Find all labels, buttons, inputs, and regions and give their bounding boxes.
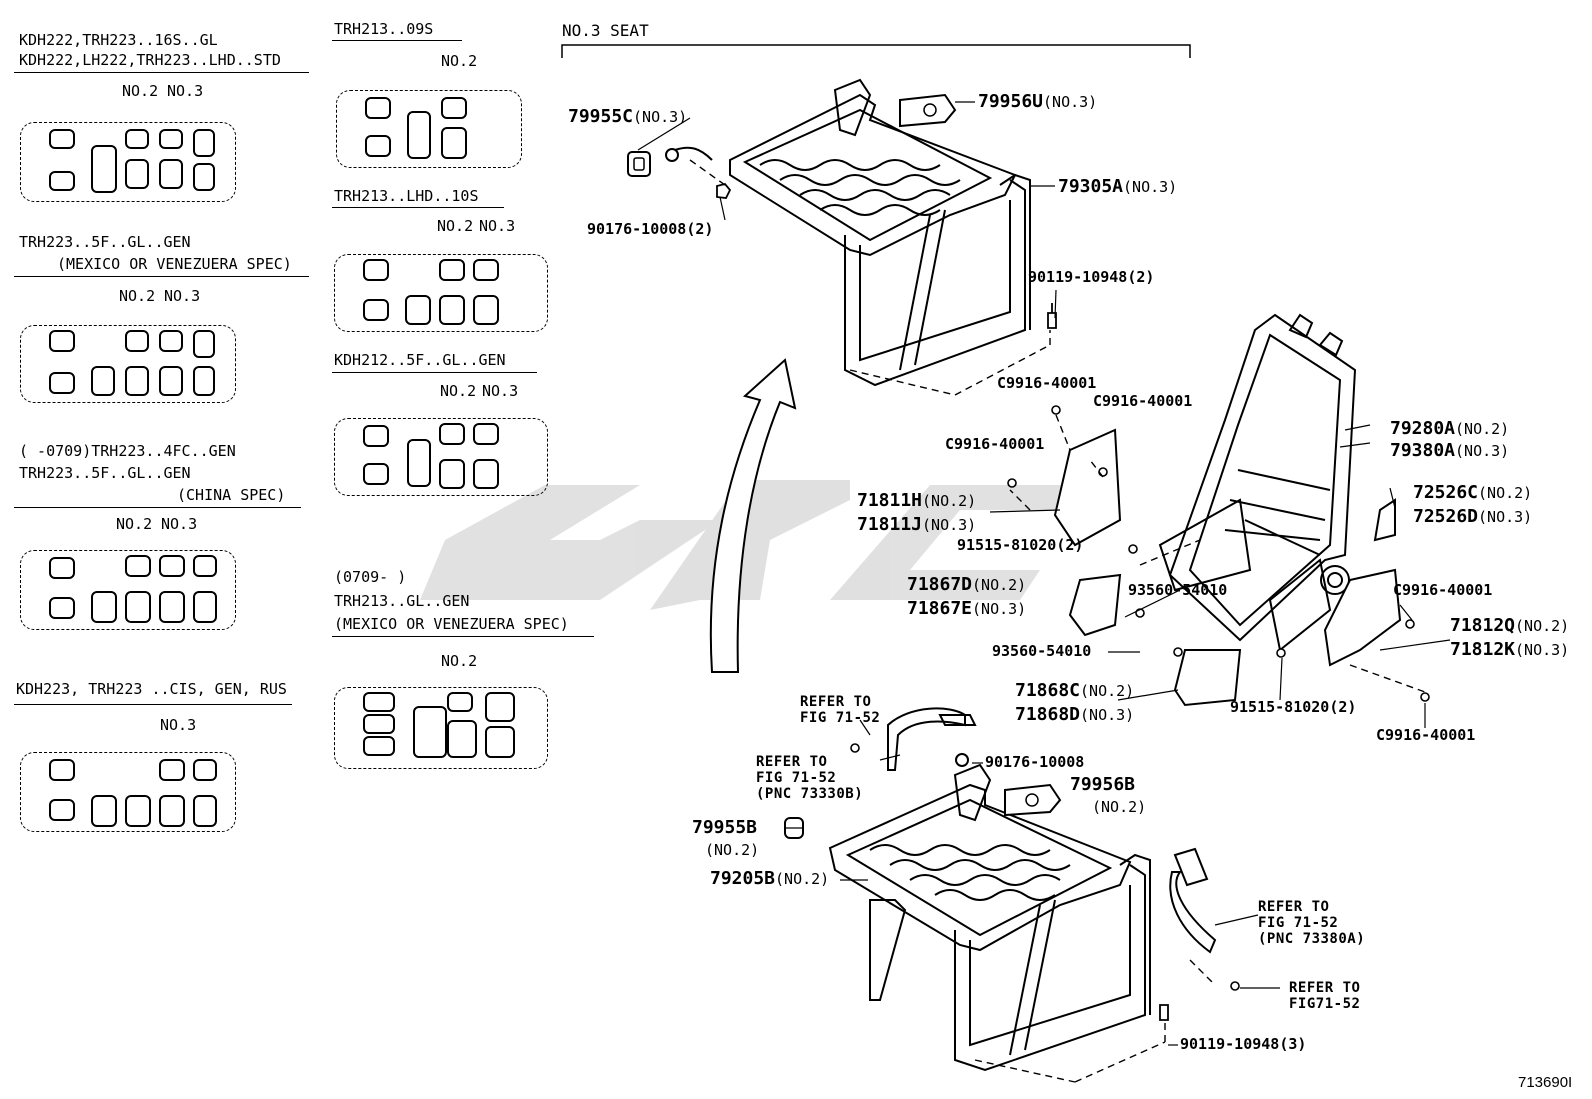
seat-mark-no3: NO.3 [161, 515, 198, 533]
config-label: KDH212..5F..GL..GEN [334, 351, 506, 369]
part-71811J[interactable]: 71811J(NO.3) [857, 514, 977, 535]
seat-mark-no2: NO.2 [441, 52, 478, 70]
seat-mark-no2: NO.2 [116, 515, 153, 533]
part-71867D[interactable]: 71867D(NO.2) [907, 574, 1027, 595]
config-label: TRH213..LHD..10S [334, 187, 479, 205]
part-91515-81020[interactable]: 91515-81020(2) [957, 536, 1084, 554]
seat-mark-no2: NO.2 [122, 82, 159, 100]
part-79955B[interactable]: 79955B [692, 817, 758, 838]
part-71811H[interactable]: 71811H(NO.2) [857, 490, 977, 511]
config-label: (MEXICO OR VENEZUERA SPEC) [57, 255, 292, 273]
config-label: KDH223, TRH223 ..CIS, GEN, RUS [16, 680, 287, 698]
section-title: NO.3 SEAT [562, 21, 649, 40]
seat-back-frame [1158, 313, 1357, 652]
config-label: KDH222,TRH223..16S..GL [19, 31, 218, 49]
seat-layout-diagram [20, 550, 236, 630]
seat-layout-diagram [20, 325, 236, 403]
config-label: (MEXICO OR VENEZUERA SPEC) [334, 615, 569, 633]
seat-mark-no3: NO.3 [160, 716, 197, 734]
config-label: KDH222,LH222,TRH223..LHD..STD [19, 51, 281, 69]
assembly-arrow [709, 358, 797, 673]
side-covers [1053, 428, 1402, 707]
part-79955B-qualifier: (NO.2) [705, 841, 760, 859]
config-label: TRH223..5F..GL..GEN [19, 233, 191, 251]
config-label: (CHINA SPEC) [177, 486, 286, 504]
part-79380A[interactable]: 79380A(NO.3) [1390, 440, 1510, 461]
part-72526C[interactable]: 72526C(NO.2) [1413, 482, 1533, 503]
seat-mark-no2: NO.2 [437, 217, 474, 235]
seat-layout-diagram [336, 90, 522, 168]
seat-mark-no3: NO.3 [479, 217, 516, 235]
part-71812K[interactable]: 71812K(NO.3) [1450, 639, 1570, 660]
part-79305A[interactable]: 79305A(NO.3) [1058, 176, 1178, 197]
part-C9916-40001[interactable]: C9916-40001 [945, 435, 1045, 453]
seat-mark-no3: NO.3 [482, 382, 519, 400]
part-79280A[interactable]: 79280A(NO.2) [1390, 418, 1510, 439]
no2-cushion-frame [828, 707, 1217, 1072]
seat-layout-diagram [334, 418, 548, 496]
watermark [420, 480, 1120, 610]
part-C9916-40001[interactable]: C9916-40001 [997, 374, 1097, 392]
part-79956B-qualifier: (NO.2) [1092, 798, 1147, 816]
part-79955C[interactable]: 79955C(NO.3) [568, 106, 688, 127]
figure-id: 713690I [1518, 1074, 1573, 1091]
part-79956U[interactable]: 79956U(NO.3) [978, 91, 1098, 112]
part-71868D[interactable]: 71868D(NO.3) [1015, 704, 1135, 725]
seat-mark-no3: NO.3 [167, 82, 204, 100]
part-71867E[interactable]: 71867E(NO.3) [907, 598, 1027, 619]
config-label: ( -0709)TRH223..4FC..GEN [19, 442, 236, 460]
seat-layout-diagram [20, 752, 236, 832]
part-93560-54010[interactable]: 93560-54010 [1128, 581, 1228, 599]
seat-mark-no2: NO.2 [440, 382, 477, 400]
part-79205B[interactable]: 79205B(NO.2) [710, 868, 830, 889]
part-C9916-40001[interactable]: C9916-40001 [1393, 581, 1493, 599]
part-90176-10008[interactable]: 90176-10008 [985, 753, 1085, 771]
part-C9916-40001[interactable]: C9916-40001 [1093, 392, 1193, 410]
seat-layout-diagram [334, 687, 548, 769]
part-90119-10948[interactable]: 90119-10948(2) [1028, 268, 1155, 286]
part-71812Q[interactable]: 71812Q(NO.2) [1450, 615, 1570, 636]
part-91515-81020[interactable]: 91515-81020(2) [1230, 698, 1357, 716]
no3-cushion-frame [665, 78, 1031, 387]
config-label: TRH213..GL..GEN [334, 592, 470, 610]
part-90176-10008[interactable]: 90176-10008(2) [587, 220, 714, 238]
part-72526D[interactable]: 72526D(NO.3) [1413, 506, 1533, 527]
config-label: TRH223..5F..GL..GEN [19, 464, 191, 482]
part-93560-54010[interactable]: 93560-54010 [992, 642, 1092, 660]
config-label: TRH213..09S [334, 20, 434, 38]
seat-mark-no2: NO.2 [119, 287, 156, 305]
part-79956B[interactable]: 79956B [1070, 774, 1136, 795]
part-71868C[interactable]: 71868C(NO.2) [1015, 680, 1135, 701]
seat-layout-diagram [20, 122, 236, 202]
part-C9916-40001[interactable]: C9916-40001 [1376, 726, 1476, 744]
config-label: (0709- ) [334, 568, 407, 586]
seat-mark-no2: NO.2 [441, 652, 478, 670]
part-90119-10948[interactable]: 90119-10948(3) [1180, 1035, 1307, 1053]
seat-layout-diagram [334, 254, 548, 332]
seat-mark-no3: NO.3 [164, 287, 201, 305]
